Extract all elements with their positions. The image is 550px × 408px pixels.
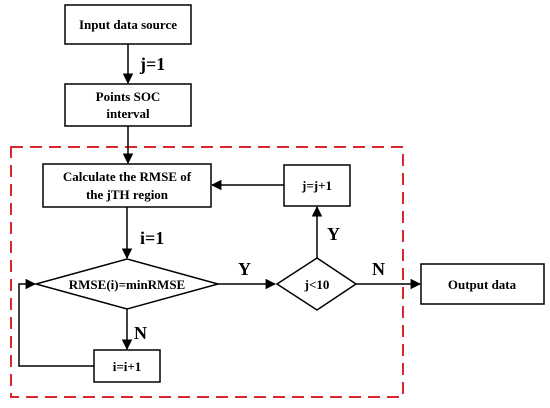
j-no-label: N [372, 259, 385, 279]
increment-j-node: j=j+1 [283, 164, 351, 207]
j-decision-node: j<10 [275, 257, 358, 311]
points-soc-interval-node: Points SOC interval [64, 83, 192, 127]
increment-i-label: i=i+1 [113, 359, 142, 374]
rmse-decision-node: RMSE(i)=minRMSE [33, 258, 221, 310]
points-soc-label-line1: Points SOC [96, 89, 161, 104]
output-data-label: Output data [448, 277, 517, 292]
input-data-source-node: Input data source [64, 4, 192, 45]
calculate-rmse-label-line1: Calculate the RMSE of [63, 169, 192, 184]
calculate-rmse-node: Calculate the RMSE of the jTH region [42, 163, 212, 208]
increment-i-node: i=i+1 [93, 349, 161, 383]
rmse-yes-label: Y [238, 259, 251, 279]
rmse-no-label: N [134, 323, 147, 343]
iteration-region [10, 146, 404, 398]
calculate-rmse-label-line2: the jTH region [86, 187, 169, 202]
rmse-decision-label: RMSE(i)=minRMSE [69, 277, 185, 292]
j-init-label: j=1 [139, 54, 165, 74]
input-data-source-label: Input data source [79, 17, 177, 32]
j-decision-label: j<10 [304, 277, 330, 292]
arrow-increment-i-loop-back [18, 278, 94, 367]
increment-j-label: j=j+1 [301, 178, 332, 193]
output-data-node: Output data [420, 263, 545, 305]
i-init-label: i=1 [140, 228, 164, 248]
j-yes-label: Y [327, 224, 340, 244]
points-soc-label-line2: interval [106, 106, 150, 121]
